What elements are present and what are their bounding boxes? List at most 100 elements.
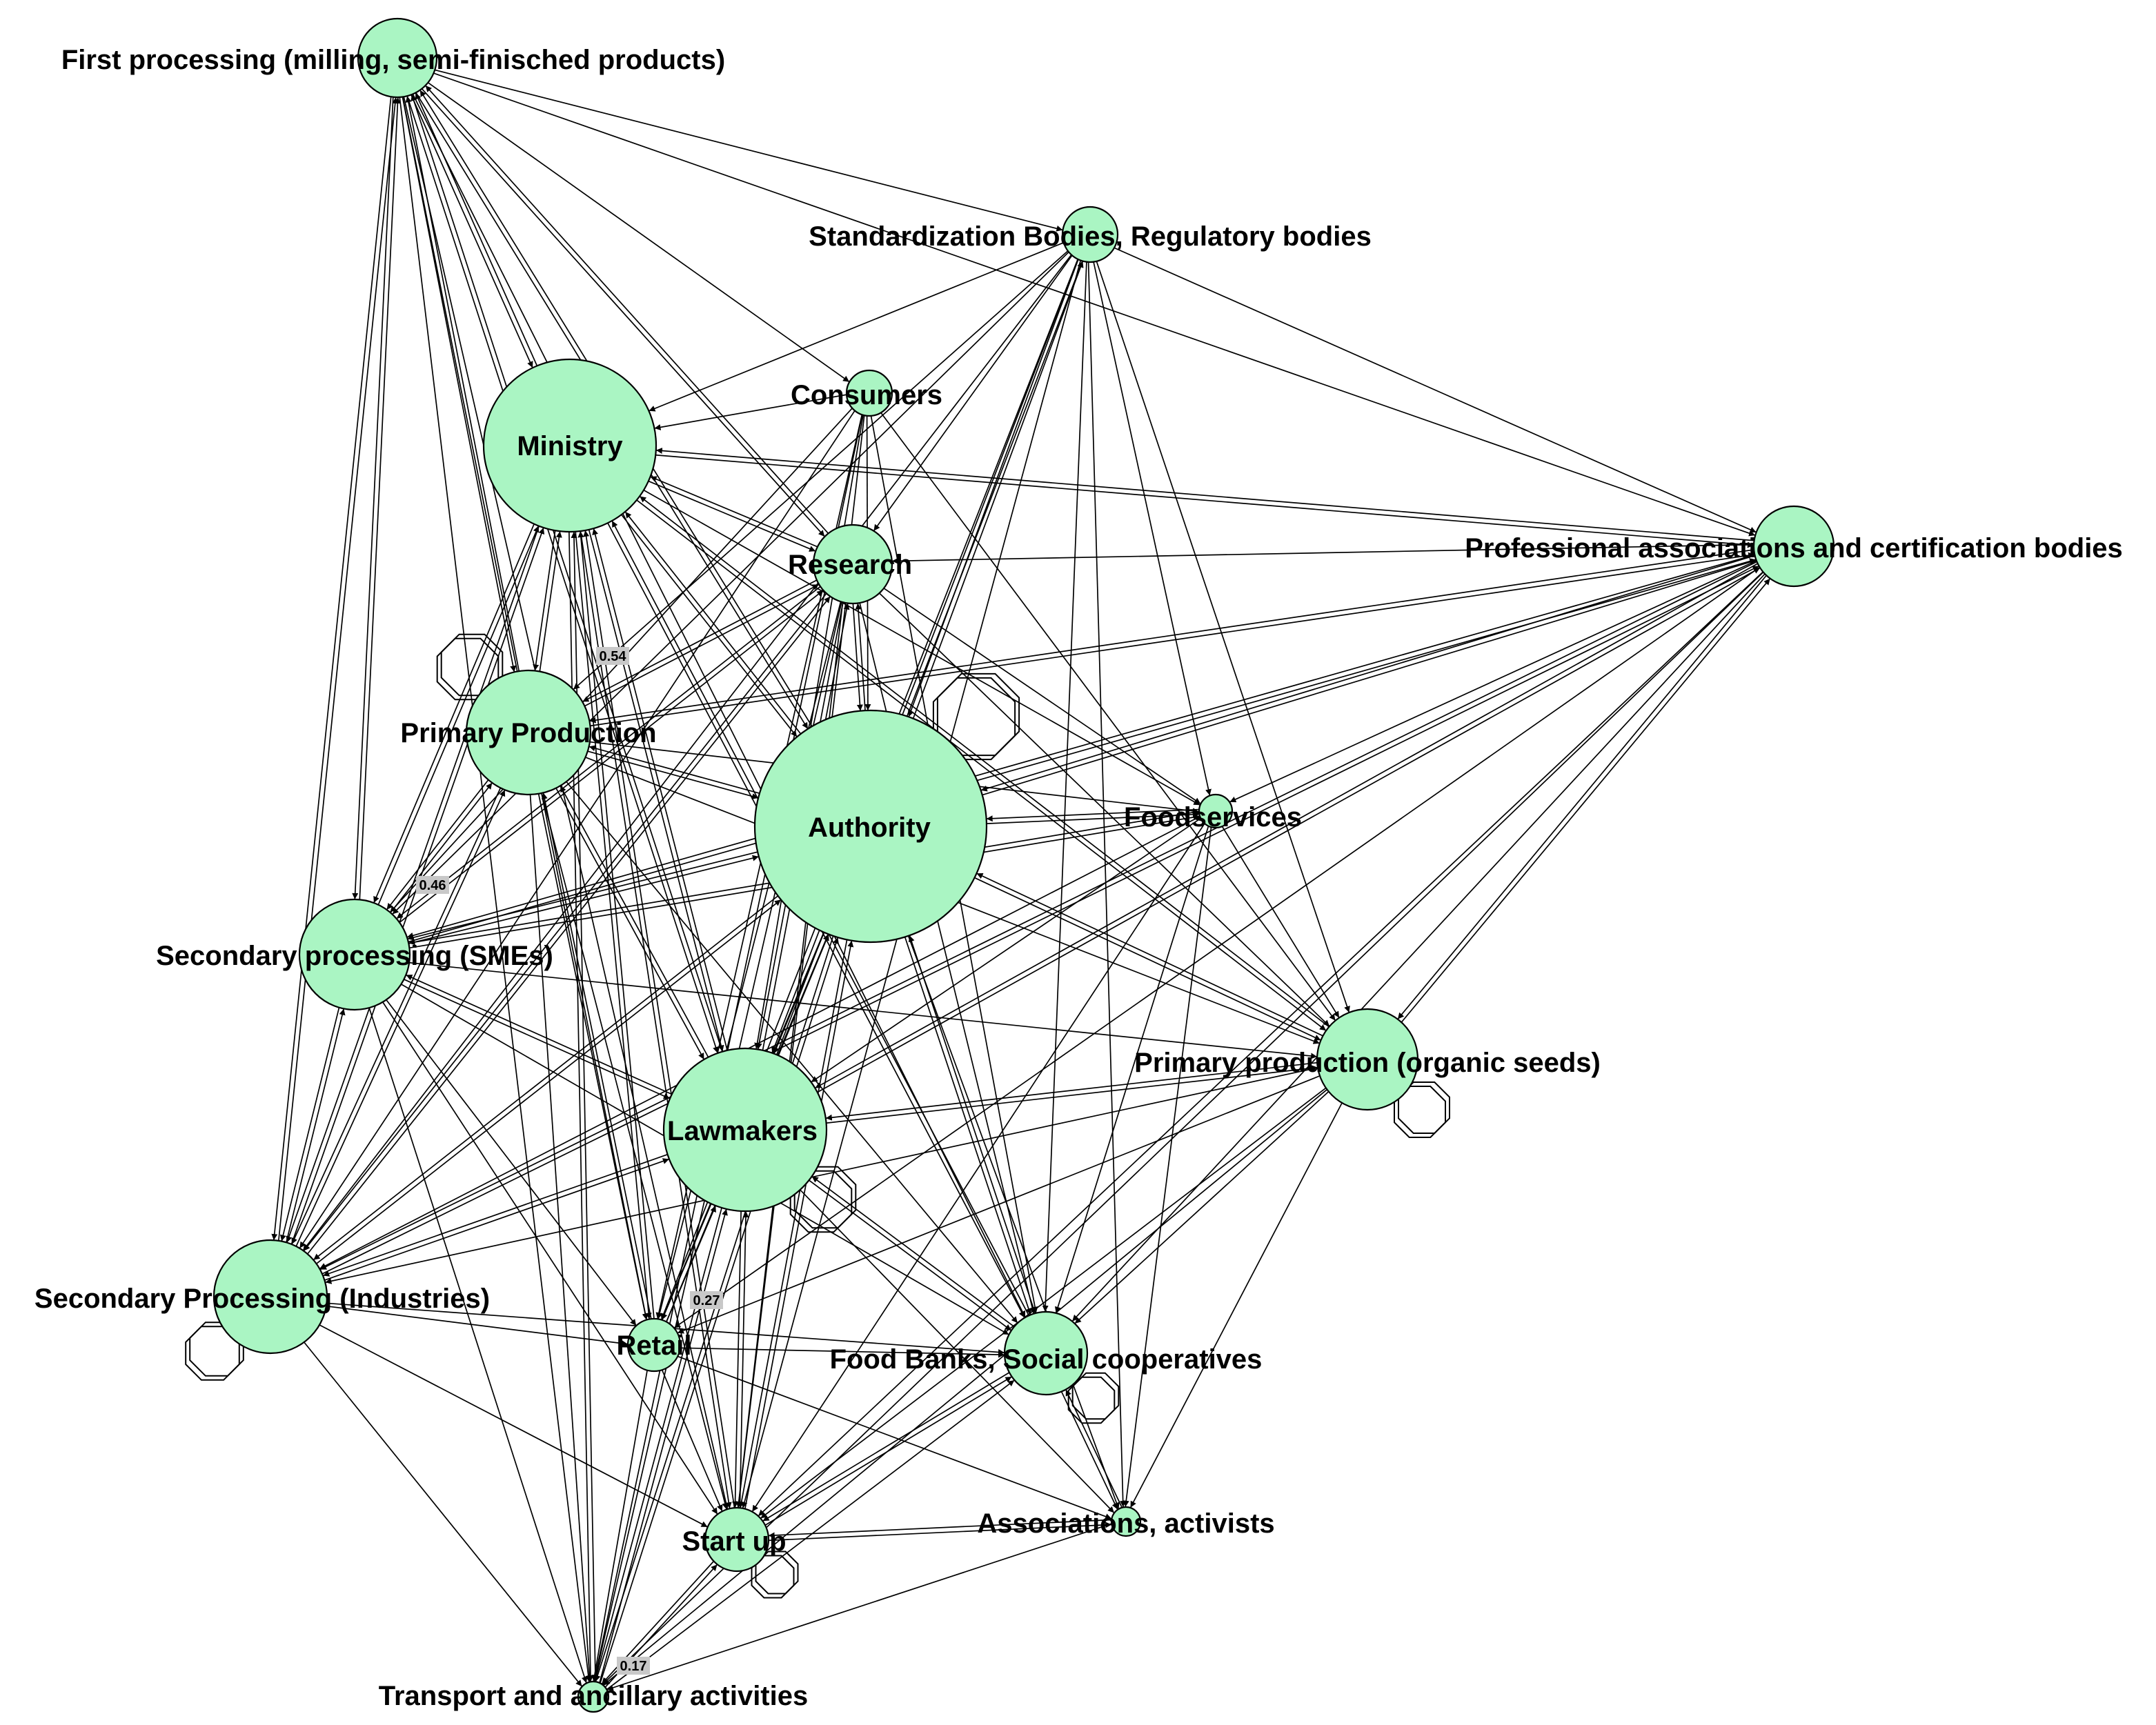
nodes-layer: [212, 17, 1835, 1713]
edge-primary_organic-to-associations: [1129, 1102, 1343, 1508]
edge-authority-to-start_up: [738, 939, 848, 1508]
edge-secondary_smes-to-lawmakers: [404, 979, 671, 1099]
edge-consumers-to-ministry: [654, 394, 847, 430]
edge-lawmakers-to-start_up: [732, 1210, 742, 1508]
node-primary_production: [465, 669, 592, 796]
edge-standardization-to-secondary_smes: [392, 251, 1069, 915]
edge-secondary_smes-to-transport: [368, 1007, 588, 1684]
edge-ministry-to-professional: [655, 454, 1754, 548]
edge-lawmakers-to-associations: [800, 1189, 1115, 1513]
edge-secondary_industries-to-retail: [326, 1305, 628, 1347]
edge-ministry-to-lawmakers: [588, 529, 724, 1052]
edge-start_up-to-food_banks: [764, 1376, 1012, 1526]
edge-professional-to-foodservices: [1229, 560, 1757, 803]
edge-professional-to-primary_production: [589, 549, 1754, 724]
node-label-start_up: Start up: [682, 1526, 786, 1557]
edge-research-to-ministry: [650, 476, 818, 548]
edge-standardization-to-primary_organic: [1096, 261, 1350, 1013]
edge-first_processing-to-consumers: [427, 82, 850, 383]
node-label-primary_organic: Primary production (organic seeds): [1134, 1048, 1601, 1078]
edge-start_up-to-lawmakers: [739, 1211, 749, 1508]
edge-primary_organic-to-authority: [976, 873, 1323, 1037]
edge-ministry-to-primary_organic: [636, 499, 1327, 1031]
edge-secondary_industries-to-first_processing: [277, 97, 399, 1241]
edge-authority-to-associations: [907, 935, 1120, 1509]
node-label-secondary_smes: Secondary processing (SMEs): [156, 941, 553, 971]
node-label-research: Research: [788, 550, 912, 580]
edge-professional-to-transport: [602, 571, 1764, 1685]
node-primary_organic: [1316, 1008, 1419, 1111]
edge-primary_organic-to-start_up: [760, 1087, 1327, 1519]
edge-secondary_smes-to-start_up: [382, 1001, 718, 1515]
edge-first_processing-to-transport: [399, 97, 592, 1682]
node-research: [812, 524, 893, 605]
node-food_banks: [1003, 1310, 1089, 1396]
node-label-secondary_industries: Secondary Processing (Industries): [34, 1284, 490, 1314]
node-associations: [1110, 1506, 1142, 1537]
node-label-foodservices: Foodservices: [1124, 802, 1302, 832]
edge-primary_organic-to-ministry: [639, 495, 1329, 1028]
edge-ministry-to-start_up: [580, 530, 732, 1509]
edge-first_processing-to-secondary_industries: [271, 97, 392, 1241]
node-label-associations: Associations, activists: [977, 1508, 1274, 1539]
edge-weights-layer: 0.540.460.270.17: [416, 647, 723, 1675]
edge-authority-to-primary_production: [589, 745, 760, 795]
node-transport: [577, 1680, 610, 1713]
edge-authority-to-standardization: [912, 261, 1084, 719]
svg-text:0.17: 0.17: [620, 1659, 647, 1674]
edge-professional-to-lawmakers: [814, 563, 1759, 1089]
edge-standardization-to-associations: [1087, 262, 1127, 1508]
node-ministry: [482, 358, 657, 533]
edge-professional-to-ministry: [655, 448, 1754, 541]
edge-first_processing-to-professional: [433, 72, 1756, 537]
node-labels-layer: First processing (milling, semi-finische…: [34, 45, 2123, 1711]
node-label-authority: Authority: [808, 812, 931, 843]
edge-foodservices-to-secondary_industries: [319, 816, 1200, 1270]
edge-food_banks-to-authority: [908, 935, 1036, 1314]
edge-first_processing-to-start_up: [403, 97, 729, 1510]
edge-secondary_industries-to-professional: [322, 566, 1759, 1275]
edge-lawmakers-to-retail: [661, 1203, 712, 1320]
node-standardization: [1061, 206, 1119, 263]
edge-lawmakers-to-professional: [817, 567, 1761, 1093]
node-first_processing: [357, 17, 438, 99]
edge-consumers-to-transport: [592, 415, 863, 1682]
edge-authority-to-secondary_smes: [407, 851, 758, 941]
edge-standardization-to-professional: [1114, 247, 1757, 533]
edge-professional-to-secondary_smes: [406, 554, 1755, 939]
edge-primary_production-to-research: [584, 584, 820, 707]
edge-lawmakers-to-secondary_industries: [322, 1154, 668, 1277]
edge-transport-to-food_banks: [606, 1379, 1015, 1691]
svg-text:0.54: 0.54: [600, 649, 627, 664]
edge-associations-to-food_banks: [1065, 1389, 1122, 1508]
node-label-ministry: Ministry: [517, 431, 623, 461]
svg-text:0.46: 0.46: [419, 878, 446, 893]
node-consumers: [845, 369, 893, 417]
edge-primary_organic-to-professional: [1401, 578, 1771, 1023]
edge-primary_organic-to-food_banks: [1074, 1091, 1329, 1324]
edge-lawmakers-to-primary_production: [560, 785, 709, 1058]
edge-first_processing-to-standardization: [435, 69, 1063, 232]
node-label-food_banks: Food Banks, Social cooperatives: [830, 1344, 1263, 1375]
edge-foodservices-to-primary_organic: [1221, 826, 1340, 1018]
edge-research-to-primary_production: [582, 579, 818, 703]
edge-weight-label: 0.17: [617, 1657, 650, 1675]
edge-retail-to-lawmakers: [666, 1205, 717, 1322]
edge-research-to-foodservices: [883, 588, 1201, 805]
edge-consumers-to-primary_organic: [880, 412, 1336, 1021]
edge-lawmakers-to-secondary_smes: [406, 974, 673, 1095]
edge-standardization-to-research: [873, 255, 1073, 532]
node-retail: [626, 1317, 682, 1373]
edge-first_processing-to-lawmakers: [406, 96, 719, 1054]
edge-primary_production-to-retail: [537, 793, 649, 1320]
edge-secondary_industries-to-start_up: [319, 1324, 708, 1528]
edge-lawmakers-to-first_processing: [411, 94, 723, 1052]
edge-start_up-to-associations: [769, 1522, 1112, 1542]
edge-first_processing-to-secondary_smes: [352, 97, 394, 899]
node-label-standardization: Standardization Bodies, Regulatory bodie…: [809, 221, 1372, 252]
edges-layer: [271, 69, 1771, 1691]
edge-standardization-to-food_banks: [1042, 261, 1087, 1312]
node-foodservices: [1198, 793, 1234, 829]
node-label-retail: Retail: [617, 1330, 692, 1361]
